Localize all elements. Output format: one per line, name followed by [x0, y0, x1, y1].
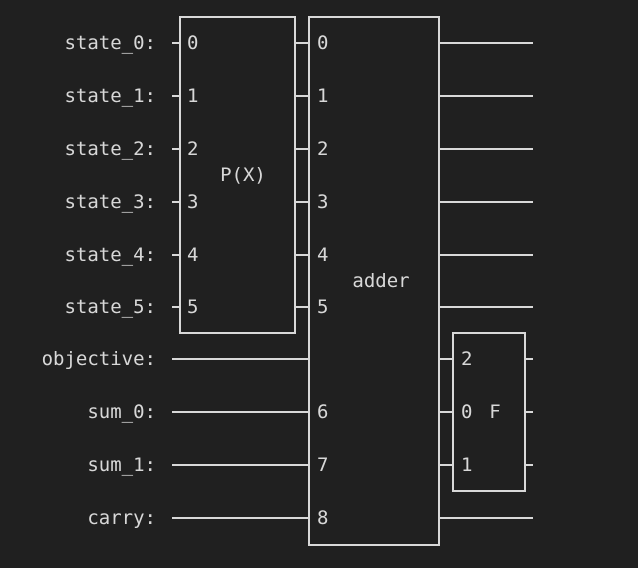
gate-adder-label: adder — [352, 270, 409, 292]
gate-adder-input: 0 — [317, 32, 328, 54]
input-wires — [172, 42, 309, 519]
qubit-label-state-4: state_4: — [64, 244, 156, 266]
gate-f-input: 0 — [461, 401, 472, 423]
qubit-label-sum-1: sum_1: — [87, 454, 156, 476]
gate-adder: 0 1 2 3 4 5 6 7 8 adder — [308, 16, 440, 546]
qubit-label-state-5: state_5: — [64, 296, 156, 318]
qubit-label-state-2: state_2: — [64, 138, 156, 160]
gate-px-input: 4 — [187, 244, 198, 266]
gate-f: 2 0 1 F — [452, 332, 526, 492]
gate-adder-box — [308, 16, 440, 546]
qubit-label-state-1: state_1: — [64, 85, 156, 107]
qubit-label-state-0: state_0: — [64, 32, 156, 54]
gate-px: 0 1 2 3 4 5 P(X) — [179, 16, 296, 334]
qubit-label-sum-0: sum_0: — [87, 401, 156, 423]
gate-adder-input: 2 — [317, 138, 328, 160]
middle-wires — [295, 42, 309, 308]
output-wires — [439, 42, 533, 519]
gate-px-box — [179, 16, 296, 334]
gate-f-label: F — [489, 401, 500, 423]
gate-adder-input: 5 — [317, 296, 328, 318]
gate-adder-input: 7 — [317, 454, 328, 476]
qubit-label-objective: objective: — [42, 348, 156, 370]
gate-px-input: 0 — [187, 32, 198, 54]
gate-f-input: 1 — [461, 454, 472, 476]
gate-adder-input: 3 — [317, 191, 328, 213]
qubit-label-state-3: state_3: — [64, 191, 156, 213]
gate-adder-input: 4 — [317, 244, 328, 266]
gate-px-input: 2 — [187, 138, 198, 160]
gate-f-box — [452, 332, 526, 492]
gate-px-label: P(X) — [220, 164, 266, 186]
qubit-label-carry: carry: — [87, 507, 156, 529]
gate-px-input: 3 — [187, 191, 198, 213]
gate-px-input: 1 — [187, 85, 198, 107]
gate-adder-input: 1 — [317, 85, 328, 107]
gate-adder-input: 8 — [317, 507, 328, 529]
gate-f-input: 2 — [461, 348, 472, 370]
gate-adder-input: 6 — [317, 401, 328, 423]
gate-px-input: 5 — [187, 296, 198, 318]
